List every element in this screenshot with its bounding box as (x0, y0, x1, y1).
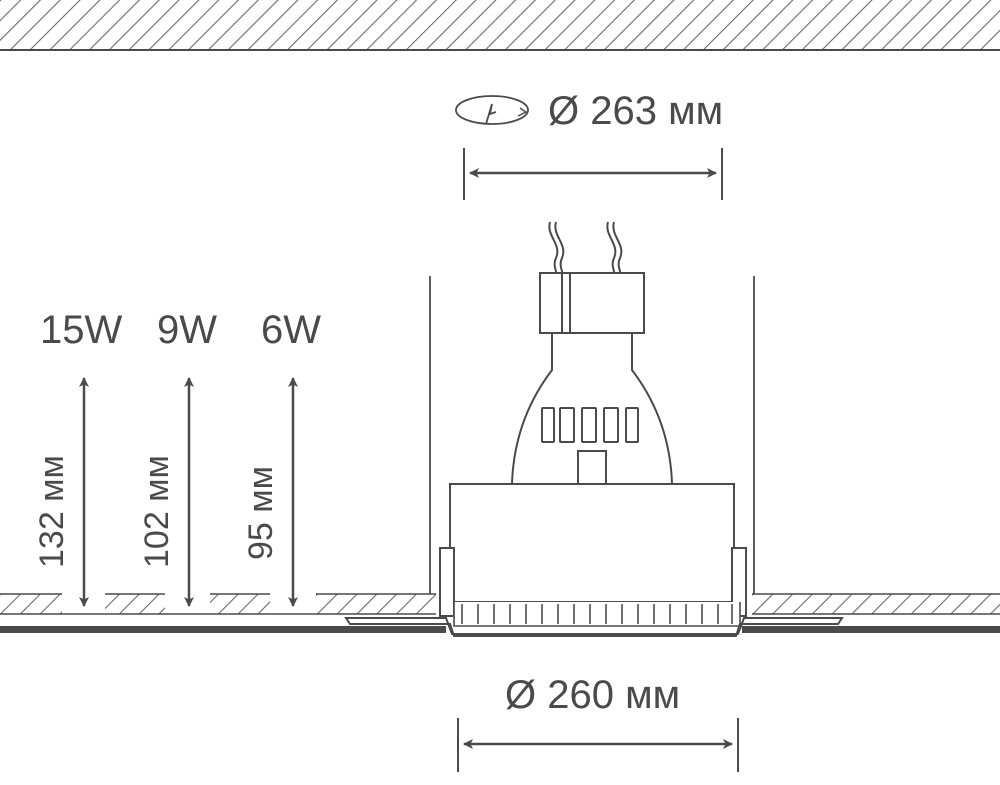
label-plate (577, 450, 607, 485)
variant-power-15w: 15W (40, 308, 122, 352)
variant-height-6w: 95 мм (242, 466, 280, 560)
trim-flange (344, 617, 844, 637)
variant-height-9w: 102 мм (138, 455, 176, 568)
power-wires (548, 221, 623, 277)
variant-height-15w: 132 мм (33, 455, 71, 568)
luminaire (344, 221, 844, 637)
spring-clip-left (439, 547, 455, 617)
saw-cut-icon (455, 95, 529, 125)
variant-power-9w: 9W (157, 308, 217, 352)
ceiling-panel (0, 593, 1000, 633)
ceiling-top (0, 0, 1000, 51)
height-variants: 15W 9W 6W 132 мм 102 мм 95 мм (33, 308, 321, 607)
variant-power-6w: 6W (261, 308, 321, 352)
lamp-body (449, 483, 735, 603)
vent-slots (541, 407, 639, 443)
connector-block (539, 272, 645, 334)
heatsink-fins (453, 602, 741, 627)
outer-diameter-label: Ø 260 мм (505, 673, 680, 717)
cutout-dimension: Ø 263 мм (455, 89, 723, 200)
outer-dimension: Ø 260 мм (457, 673, 739, 772)
cutout-diameter-label: Ø 263 мм (548, 89, 723, 133)
